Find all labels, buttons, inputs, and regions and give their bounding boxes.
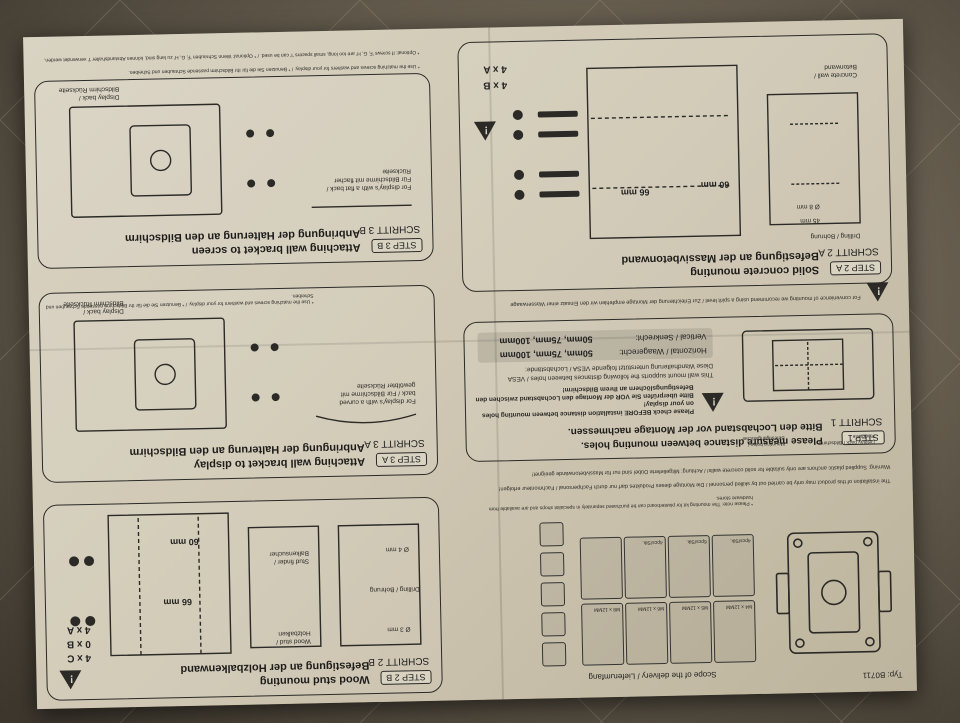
- instruction-sheet: Typ: B0711 Scope of the delivery / Liefe…: [23, 18, 917, 710]
- step3a-panel: STEP 3 A SCHRITT 3 A Attaching wall brac…: [38, 284, 439, 483]
- flat-display-diagram: [68, 103, 412, 218]
- dim-60mm: 60 mm: [700, 179, 730, 191]
- mounting-holes-label: Mounting holes / Befestigungslöcher: [742, 434, 785, 448]
- step3b-title-en: Attaching wall bracket to screen: [191, 241, 361, 257]
- wood-drilling-label: Drilling / Bohrung: [369, 585, 420, 594]
- step3a-de-tab: SCHRITT 3 A: [364, 436, 425, 450]
- display-back-label: Display back / Bildschirm Rückseite: [819, 432, 875, 446]
- part-m4-screw: M4 x 12MM: [713, 600, 757, 663]
- step1-title-en: Please measure distance between mounting…: [580, 434, 823, 451]
- screwdriver-icon: [540, 582, 566, 607]
- part-spacer: 4pcs/Stk.: [623, 535, 667, 599]
- part-m5-screw: M5 x 12MM: [669, 601, 713, 664]
- curved-display-diagram: [73, 317, 417, 432]
- drill-depth-label: 45 mm: [800, 216, 821, 225]
- spirit-level-warning-icon: [866, 282, 889, 302]
- vesa-values-box: Horizontal / Waagerecht: 50mm, 75mm, 100…: [477, 327, 713, 363]
- wood-stud-diagram: [69, 512, 422, 657]
- drilling-label: Drilling / Bohrung: [810, 231, 861, 240]
- warning-icon: [701, 392, 725, 413]
- step2b-warning-icon: [59, 670, 82, 690]
- scope-of-delivery-panel: Typ: B0711 Scope of the delivery / Liefe…: [463, 487, 907, 692]
- concrete-drilling-diagram: [512, 64, 861, 240]
- step3b-de-tab: SCHRITT 3 B: [359, 223, 421, 236]
- vertical-label: Vertical / Senkrecht:: [635, 332, 707, 343]
- step2a-tab: STEP 2 A: [830, 260, 882, 276]
- part-m8-screw: M8 x 12MM: [581, 602, 625, 666]
- concrete-wall-label: Concrete wall / Betonwand: [813, 62, 858, 79]
- step3a-tab: STEP 3 A: [375, 451, 428, 467]
- tools-column: [537, 516, 567, 667]
- horizontal-value: 50mm, 75mm, 100mm: [499, 348, 593, 361]
- wood-dim-60mm: 60 mm: [170, 536, 199, 548]
- step2b-title-en: Wood stud mounting: [259, 673, 370, 688]
- spirit-level-note: For convenience of mounting we recommend…: [510, 293, 861, 308]
- stud-finder-label: Stud finder / Balkensucher: [269, 549, 310, 566]
- wall-bracket-illustration: [775, 530, 893, 655]
- flipped-print: Typ: B0711 Scope of the delivery / Liefe…: [23, 19, 917, 709]
- spirit-level-icon: [539, 552, 565, 577]
- step2b-de-tab: SCHRITT 2 B: [368, 654, 430, 668]
- drill-bit-label: Ø 8 mm: [796, 202, 820, 211]
- drill-icon: [541, 642, 567, 667]
- step2b-panel: STEP 2 B SCHRITT 2 B Wood stud mounting …: [42, 496, 443, 701]
- flat-back-label: For display's with a flat back / Für Bil…: [326, 166, 412, 192]
- qty-0xB: 0 x B: [66, 638, 91, 650]
- part-wood-screw: [579, 536, 623, 600]
- step3b-display-back: Display back / Bildschirm Rückseite: [58, 85, 120, 102]
- wood-bit-4mm: Ø 4 mm: [385, 545, 409, 553]
- parts-grid: M4 x 12MM M5 x 12MM M6 x 12MM M8 x 12MM …: [573, 512, 757, 666]
- step3b-panel: STEP 3 B SCHRITT 3 B Attaching wall brac…: [33, 72, 434, 270]
- part-m6-screw: M6 x 12MM: [625, 601, 669, 665]
- scope-title: Scope of the delivery / Lieferumfang: [588, 669, 717, 682]
- wood-bit-3mm: Ø 3 mm: [387, 625, 411, 633]
- step2a-title-en: Solid concrete mounting: [690, 263, 820, 279]
- step1-de-tab: SCHRITT 1: [830, 415, 883, 428]
- wood-stud-label: Wood stud / Holzbalken: [276, 629, 311, 646]
- horizontal-label: Horizontal / Waagerecht:: [618, 346, 707, 357]
- model-label: Typ: B0711: [862, 670, 903, 680]
- vertical-value: 50mm, 75mm, 100mm: [499, 334, 593, 347]
- step3b-tab: STEP 3 B: [371, 237, 423, 254]
- dim-66mm: 66 mm: [620, 187, 650, 198]
- display-back-diagram: [741, 327, 875, 402]
- qty-4xC: 4 x C: [67, 652, 92, 664]
- step2a-panel: STEP 2 A SCHRITT 2 A Solid concrete moun…: [457, 33, 893, 293]
- step3a-title-en: Attaching wall bracket to display: [193, 455, 366, 471]
- step1-panel: STEP 1 SCHRITT 1 Please measure distance…: [463, 313, 896, 463]
- step2a-warning-icon: [473, 121, 497, 141]
- wood-dim-66mm: 66 mm: [163, 596, 193, 608]
- pencil-icon: [539, 522, 564, 547]
- step2b-tab: STEP 2 B: [380, 669, 432, 685]
- part-washer: 6pcs/Stk.: [667, 535, 711, 598]
- hammer-icon: [541, 612, 566, 637]
- curved-back-label: For display's with a curved back / Für B…: [339, 380, 416, 406]
- qty-4xA: 4 x A: [483, 63, 507, 75]
- step2b-title-de: Befestigung an der Holzbalkenwand: [180, 659, 370, 676]
- anchor-warning: Warning: Supplied plastic anchors are on…: [531, 463, 891, 477]
- plasterboard-note: * Please note: The mounting kit for plas…: [488, 493, 754, 512]
- step3b-optional: * Optional: If screws 'F, G, H' are too …: [43, 48, 420, 63]
- qty-4xB: 4 x B: [483, 79, 508, 91]
- qty-4xA-wood: 4 x A: [66, 624, 91, 636]
- step2a-de-tab: SCHRITT 2 A: [818, 245, 879, 258]
- part-anchor: 4pcs/Stk.: [711, 534, 755, 597]
